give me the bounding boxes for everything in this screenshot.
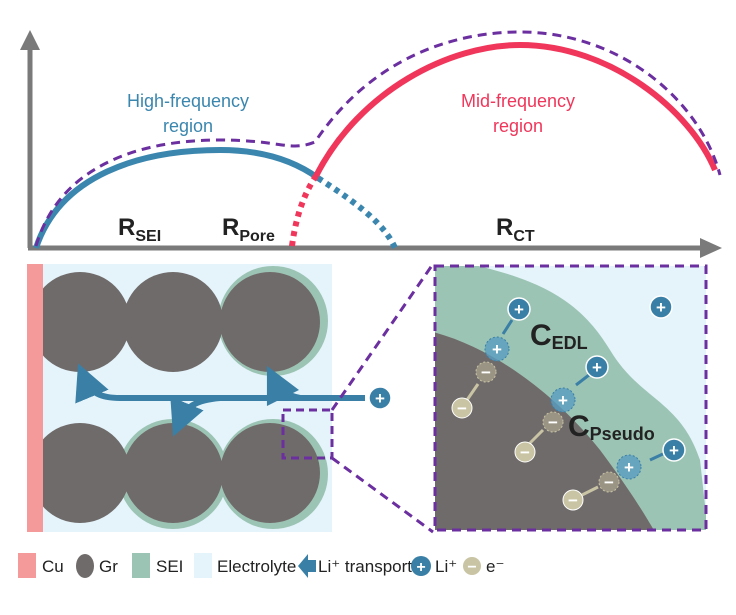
electron-minus: − [520, 443, 530, 462]
legend-li-plus: + [416, 559, 425, 576]
interface-inset: +++++++ −−−−−− CEDL CPseudo [433, 264, 708, 532]
electron-minus: − [481, 363, 491, 382]
li-ion-icon [368, 386, 392, 410]
legend-li-transport-arrow-icon [298, 554, 316, 578]
electron-minus: − [604, 473, 614, 492]
mid-frequency-arc [313, 41, 718, 178]
zoom-region-marker [281, 408, 334, 460]
zoom-line-bottom [331, 456, 434, 534]
c-edl-label: CEDL [530, 319, 588, 353]
electrons: −−−−−− [451, 361, 620, 511]
li-ion-plus: + [558, 391, 568, 410]
legend-sei: SEI [156, 557, 183, 576]
total-impedance-envelope [34, 30, 722, 247]
copper-current-collector [27, 264, 43, 532]
electron-minus: − [568, 491, 578, 510]
legend-electrolyte-swatch [194, 553, 212, 578]
li-transport-arrows [75, 363, 365, 437]
r-sei-label: RSEI [118, 214, 161, 245]
mid-frequency-label-line1: Mid-frequency [461, 91, 575, 111]
legend-electron-icon [463, 557, 481, 575]
x-axis-arrow-icon [700, 238, 722, 258]
r-ct-label: RCT [496, 214, 535, 245]
li-ion-plus: + [624, 458, 634, 477]
li-ion-plus: + [669, 441, 679, 460]
electron-minus: − [457, 399, 467, 418]
li-ion-plus: + [492, 340, 502, 359]
high-frequency-arc-extrapolated [316, 175, 398, 250]
mid-frequency-arc-extrapolated [289, 174, 319, 247]
li-ions: + + + + + + + [484, 295, 686, 480]
legend-li-ion: Li⁺ [435, 557, 457, 576]
legend-cu: Cu [42, 557, 64, 576]
li-ion-plus: + [375, 389, 385, 408]
nyquist-plot: High-frequency region Mid-frequency regi… [20, 30, 722, 258]
li-ion-plus: + [656, 298, 666, 317]
high-frequency-label-line1: High-frequency [127, 91, 249, 111]
legend-li-ion-icon [411, 556, 431, 576]
high-frequency-label-line2: region [163, 116, 213, 136]
legend-li-transport: Li⁺ transport [318, 557, 412, 576]
high-frequency-arc [33, 146, 320, 249]
electron-minus: − [548, 413, 558, 432]
r-pore-label: RPore [222, 214, 275, 245]
c-pseudo-label: CPseudo [568, 410, 655, 444]
inset-border [433, 264, 708, 532]
legend: Cu Gr SEI Electrolyte Li⁺ transport + Li… [18, 553, 504, 578]
legend-electron: e⁻ [486, 557, 504, 576]
legend-electron-minus: − [467, 559, 476, 576]
electrode-schematic: + [27, 263, 435, 534]
graphite-particles [30, 272, 320, 523]
legend-gr-swatch [76, 554, 94, 578]
li-ion-plus: + [592, 358, 602, 377]
legend-cu-swatch [18, 553, 36, 578]
li-ion-plus: + [514, 300, 524, 319]
legend-electrolyte: Electrolyte [217, 557, 296, 576]
legend-sei-swatch [132, 553, 150, 578]
mid-frequency-label-line2: region [493, 116, 543, 136]
y-axis-arrow-icon [20, 30, 40, 50]
legend-gr: Gr [99, 557, 118, 576]
